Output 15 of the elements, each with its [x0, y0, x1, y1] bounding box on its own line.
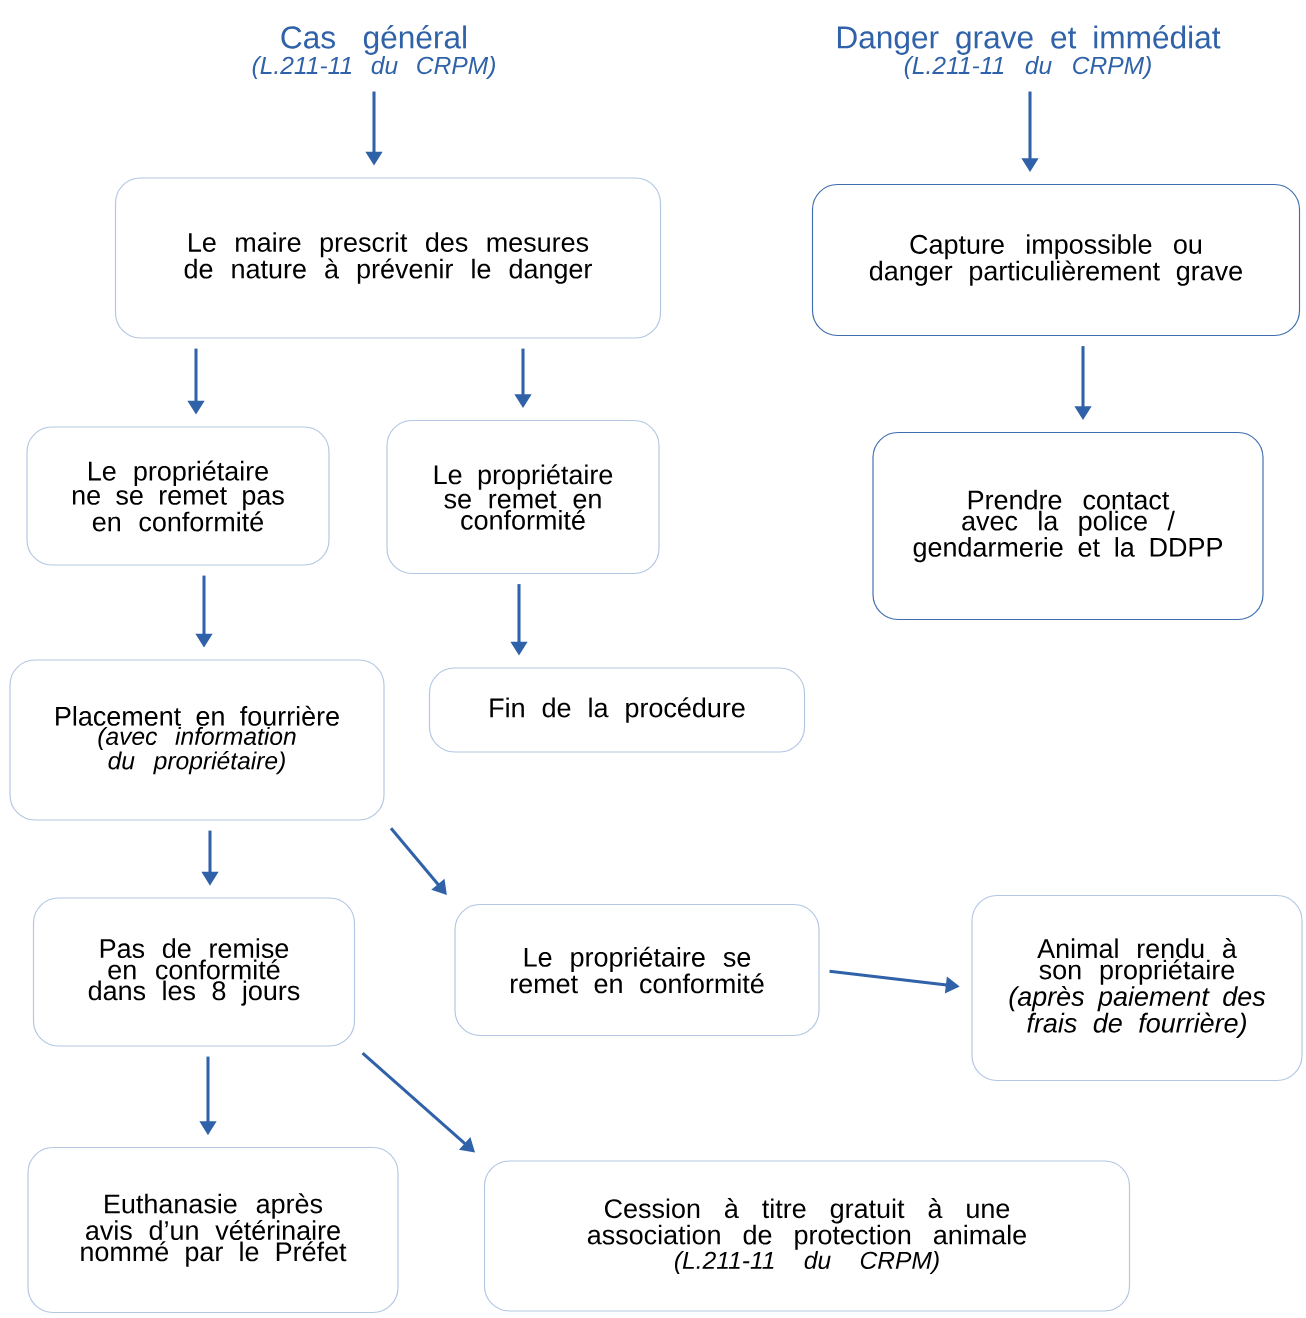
process-box: Le propriétaire se remet en conformité [386, 419, 660, 575]
process-box: Placement en fourrière (avec information du propriétaire) [9, 659, 385, 821]
heading: Danger grave et immédiat (L.211-11 du CRPM) [837, 25, 1221, 79]
process-box: Capture impossible ou danger particulièrement grave [811, 183, 1301, 337]
heading: Cas général (L.211-11 du CRPM) [252, 25, 495, 79]
process-box: Le propriétaire se remet en conformité [454, 903, 820, 1037]
process-box: Cession à titre gratuit à une association de protection animale (L.211-11 du CRPM) [483, 1160, 1131, 1312]
process-box: Prendre contact avec la police / gendarmerie et la DDPP [872, 431, 1264, 621]
process-box: Fin de la procédure [428, 667, 806, 753]
process-box: Euthanasie après avis d’un vétérinaire nommé par le Préfet [27, 1146, 399, 1314]
arrow [389, 827, 447, 895]
process-box: Le maire prescrit des mesures de nature à prévenir le danger [114, 177, 662, 339]
process-box: Animal rendu à son propriétaire (après paiement des frais de fourrière) [971, 894, 1303, 1082]
process-box: Pas de remise en conformité dans les 8 jours [32, 897, 356, 1047]
process-box: Le propriétaire ne se remet pas en conformité [26, 426, 330, 566]
